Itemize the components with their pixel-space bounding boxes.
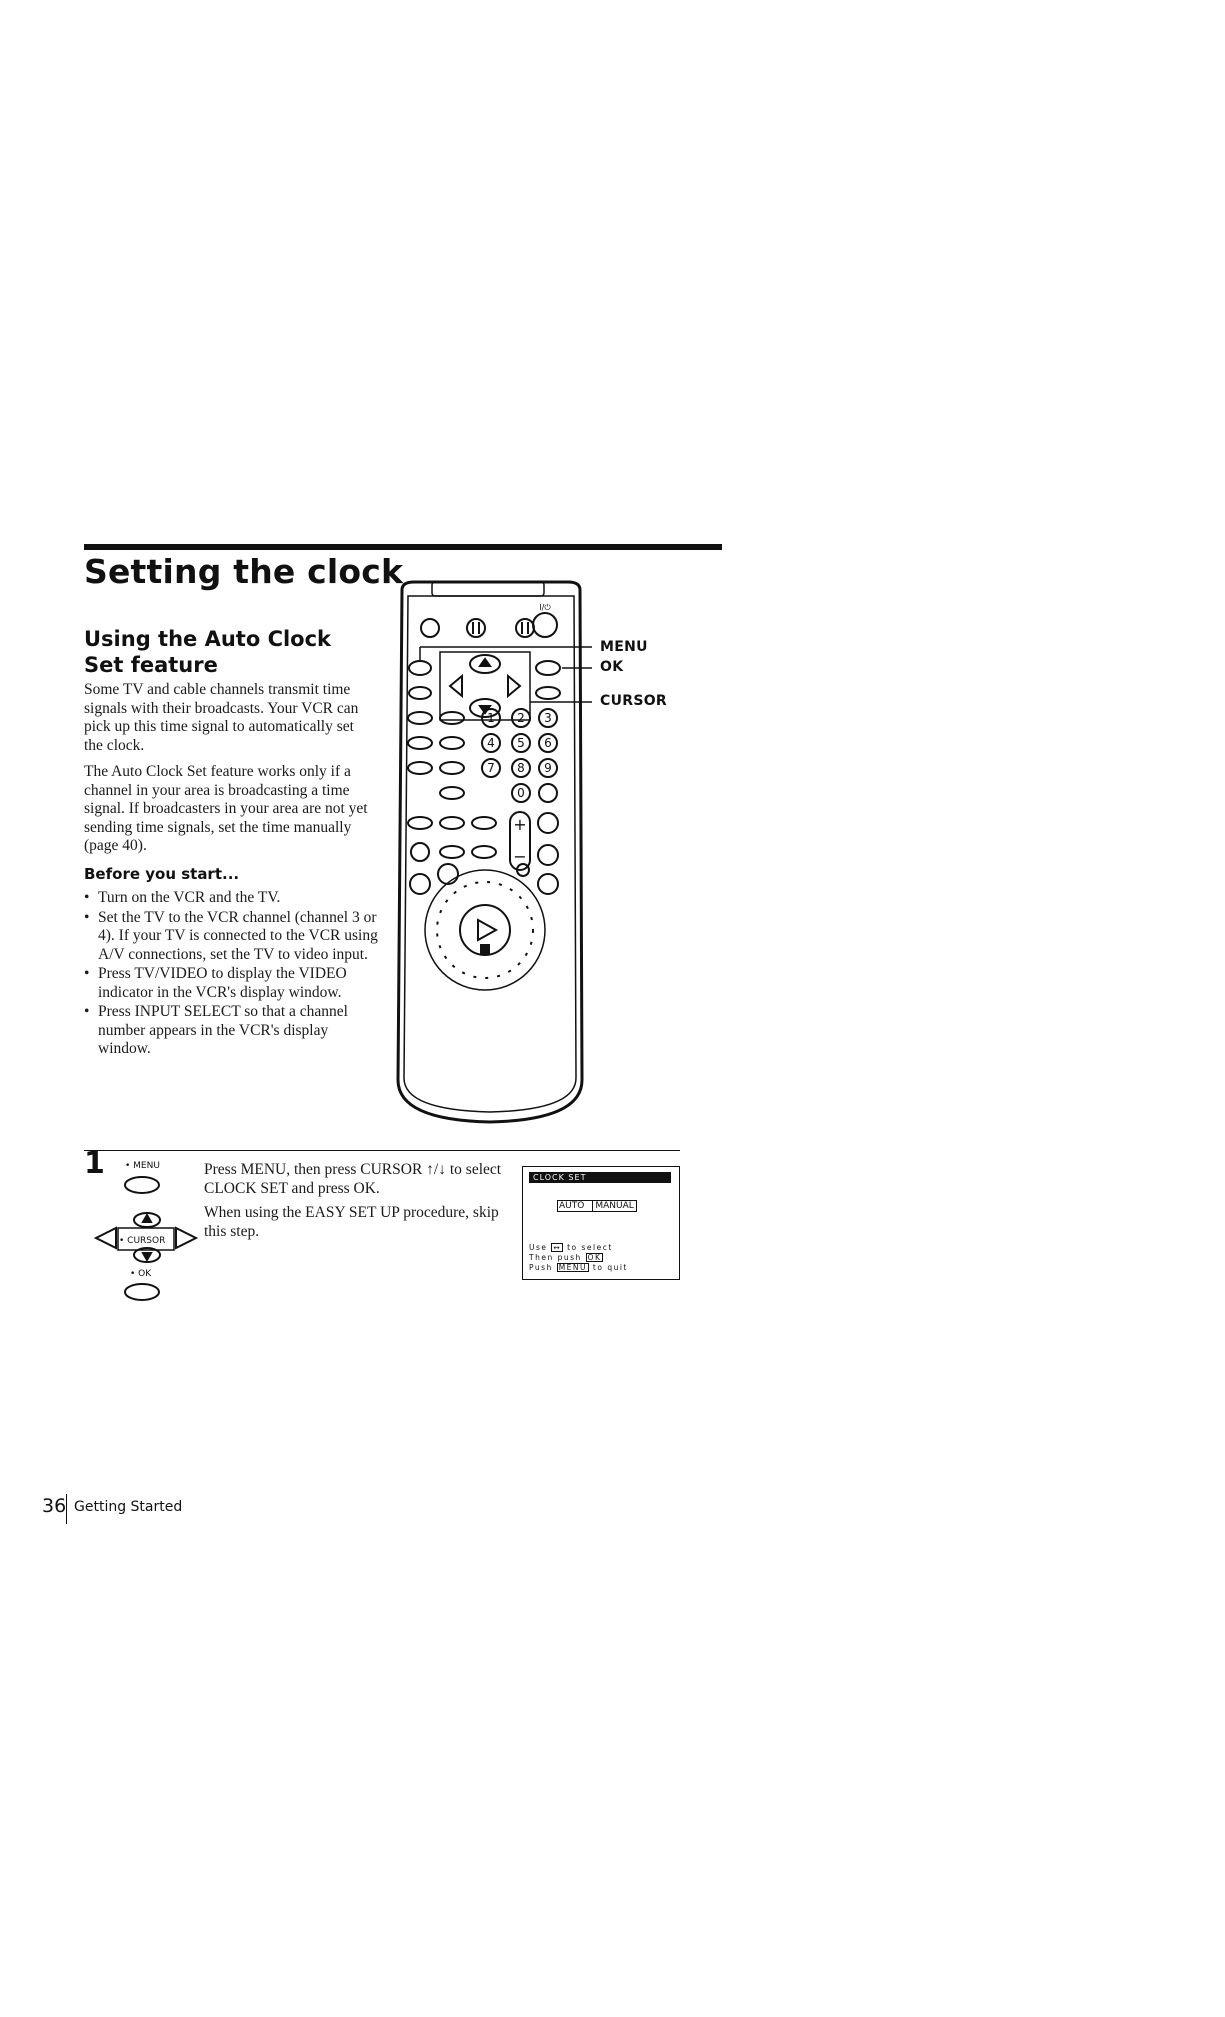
remote-digit-4: 4 [487, 736, 495, 750]
osd-help-line: Then push OK [529, 1253, 604, 1262]
step-divider [84, 1150, 680, 1151]
remote-digit-3: 3 [544, 711, 552, 725]
remote-control-illustration: I/⏻ 1 2 3 4 5 6 7 8 9 0 + − [396, 580, 592, 1124]
osd-option-auto: AUTO [557, 1200, 594, 1212]
step-number: 1 [84, 1146, 105, 1181]
osd-title: CLOCK SET [529, 1172, 671, 1183]
remote-digit-7: 7 [487, 761, 495, 775]
callout-menu: MENU [600, 639, 648, 655]
title-rule [84, 544, 722, 550]
list-item: •Turn on the VCR and the TV. [84, 889, 281, 906]
osd-option-manual: MANUAL [593, 1200, 637, 1212]
step-icon-cursor-label: • CURSOR [119, 1236, 165, 1246]
left-right-arrow-icon: ↔ [551, 1243, 564, 1252]
intro-paragraph: The Auto Clock Set feature works only if… [84, 763, 368, 854]
list-item: •Press TV/VIDEO to display the VIDEO ind… [84, 965, 347, 1001]
step-instructions: Press MENU, then press CURSOR ↑/↓ to sel… [204, 1161, 504, 1247]
callout-cursor: CURSOR [600, 693, 667, 709]
prerequisite-list: •Turn on the VCR and the TV. •Set the TV… [84, 889, 384, 1060]
remote-ch-minus: − [513, 847, 526, 866]
step-text-main: Press MENU, then press CURSOR ↑/↓ to sel… [204, 1161, 502, 1197]
remote-digit-5: 5 [517, 736, 525, 750]
remote-digit-0: 0 [517, 786, 525, 800]
cursor-right-icon [175, 1226, 199, 1250]
callout-ok: OK [600, 659, 624, 675]
step-icon-menu-label: • MENU [125, 1161, 160, 1171]
remote-digit-9: 9 [544, 761, 552, 775]
page-title: Setting the clock [84, 552, 404, 591]
remote-digit-1: 1 [487, 711, 495, 725]
step-text-note: When using the EASY SET UP procedure, sk… [204, 1204, 499, 1240]
remote-power-label: I/⏻ [539, 603, 551, 612]
remote-digit-6: 6 [544, 736, 552, 750]
remote-ch-plus: + [513, 815, 526, 834]
step-button-icons: • MENU • CURSOR • OK [93, 1161, 199, 1301]
before-you-start-heading: Before you start... [84, 865, 240, 883]
list-item: •Press INPUT SELECT so that a channel nu… [84, 1003, 348, 1057]
intro-paragraph: Some TV and cable channels transmit time… [84, 681, 359, 754]
footer-divider [66, 1494, 67, 1524]
step-icon-ok-label: • OK [130, 1269, 152, 1279]
remote-digit-2: 2 [517, 711, 525, 725]
cursor-left-icon [93, 1226, 117, 1250]
ok-button-icon [124, 1283, 160, 1301]
remote-digit-8: 8 [517, 761, 525, 775]
osd-help-line: Use ↔ to select [529, 1243, 613, 1252]
footer-section-name: Getting Started [74, 1499, 183, 1515]
list-item: •Set the TV to the VCR channel (channel … [84, 908, 378, 963]
section-heading: Using the Auto Clock Set feature [84, 627, 332, 677]
page-number: 36 [42, 1495, 67, 1517]
osd-help-line: Push MENU to quit [529, 1263, 628, 1272]
menu-button-icon [124, 1176, 160, 1194]
